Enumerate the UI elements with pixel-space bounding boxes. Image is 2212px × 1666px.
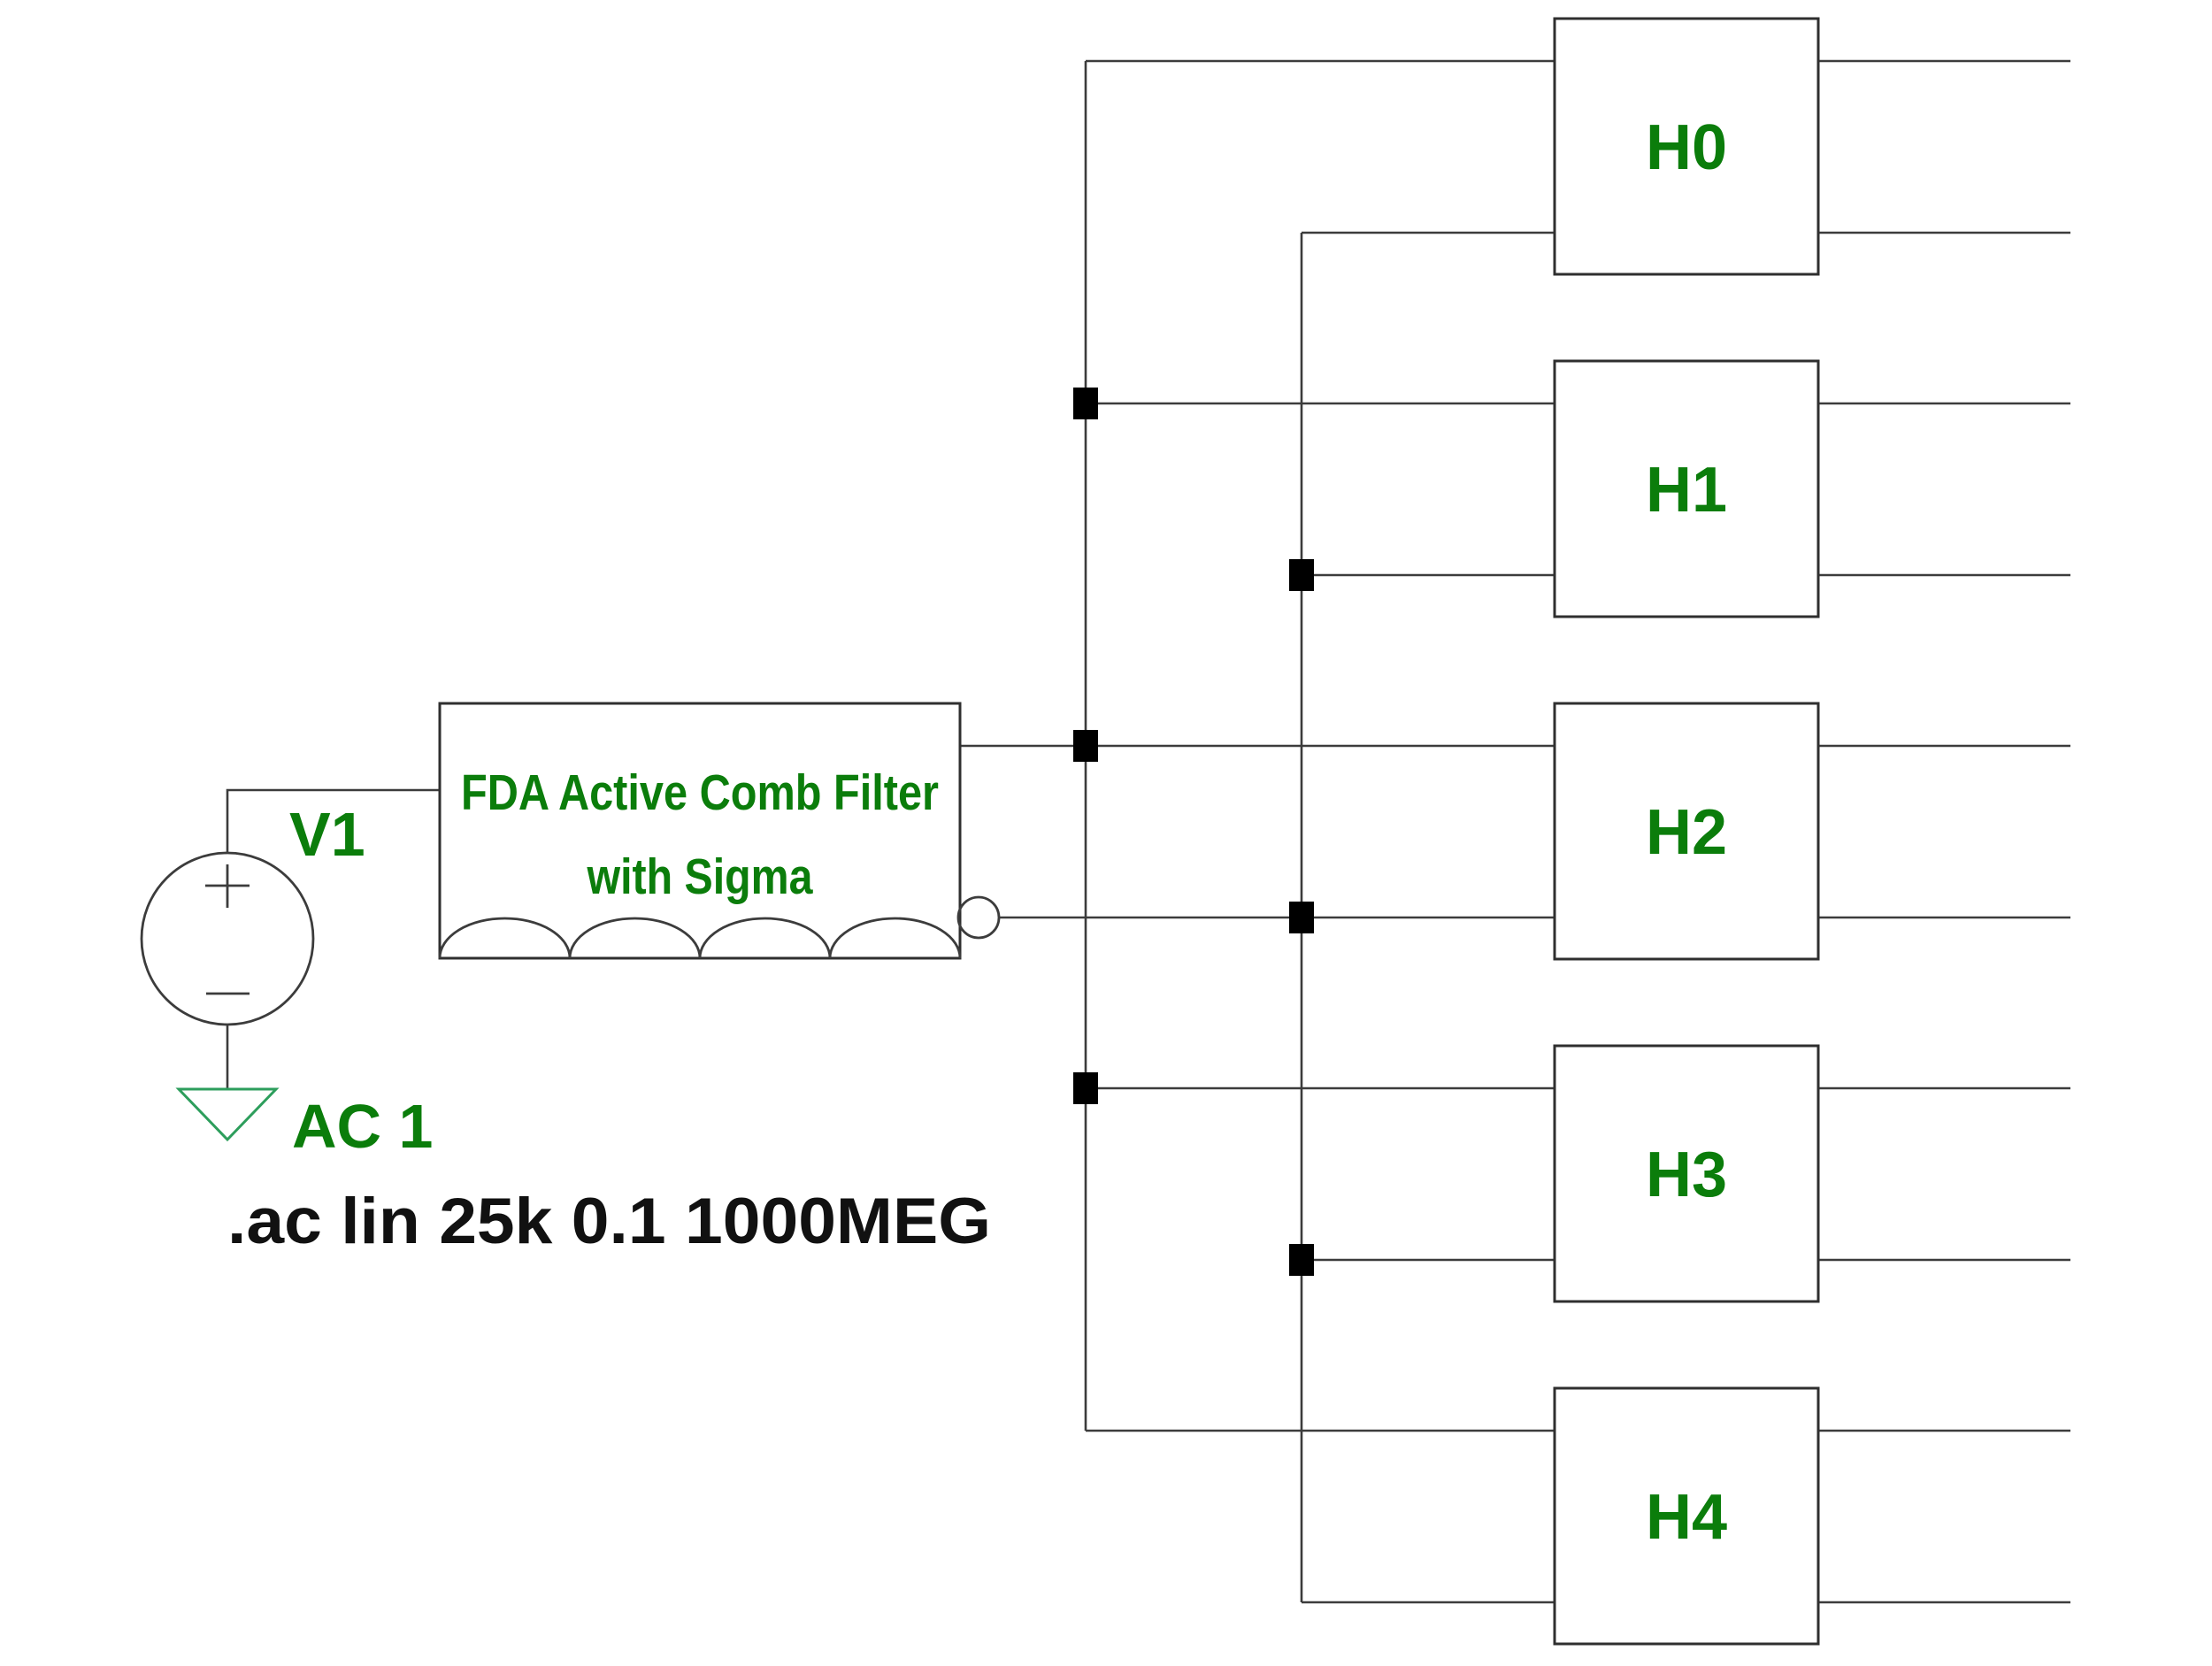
- comb-filter-title-line1: FDA Active Comb Filter: [461, 764, 939, 821]
- spice-directive-text[interactable]: .ac lin 25k 0.1 1000MEG: [227, 1186, 991, 1257]
- junction-dot-icon: [1073, 388, 1098, 419]
- voltage-source-v1[interactable]: V1 AC 1: [140, 800, 433, 1161]
- junction-dot-icon: [1073, 730, 1098, 762]
- voltage-source-icon[interactable]: [140, 851, 315, 1026]
- junction-dot-icon: [1289, 902, 1314, 933]
- filter-block-h3[interactable]: H3: [1553, 1044, 1820, 1303]
- ground-symbol[interactable]: [175, 1087, 280, 1142]
- comb-filter-title-line2: with Sigma: [587, 848, 814, 905]
- filter-block-label: H0: [1646, 112, 1727, 183]
- wires: [226, 59, 2070, 1604]
- comb-teeth-icon: [438, 917, 962, 959]
- filter-block-body[interactable]: [1553, 17, 1820, 276]
- filter-block-body[interactable]: [1553, 359, 1820, 618]
- junction-dot-icon: [1289, 559, 1314, 591]
- wire-source-to-filter[interactable]: [226, 788, 440, 854]
- filter-block-h2[interactable]: H2: [1553, 702, 1820, 961]
- filter-block-h1[interactable]: H1: [1553, 359, 1820, 618]
- inverting-output-bubble-icon: [956, 895, 1001, 940]
- comb-filter-body[interactable]: [438, 702, 962, 960]
- filter-block-label: H1: [1646, 455, 1727, 526]
- filter-block-body[interactable]: [1553, 1386, 1820, 1646]
- junction-dot-icon: [1073, 1072, 1098, 1104]
- filter-block-label: H2: [1646, 797, 1727, 868]
- junction-dot-icon: [1289, 1244, 1314, 1276]
- junction-dots: [1073, 388, 1314, 1276]
- filter-block-body[interactable]: [1553, 1044, 1820, 1303]
- filter-block-h0[interactable]: H0: [1553, 17, 1820, 276]
- ground-icon[interactable]: [175, 1087, 280, 1142]
- filter-block-body[interactable]: [1553, 702, 1820, 961]
- filter-block-label: H3: [1646, 1140, 1727, 1210]
- source-designator-label[interactable]: V1: [289, 800, 365, 869]
- filter-block-h4[interactable]: H4: [1553, 1386, 1820, 1646]
- filter-block-label: H4: [1646, 1482, 1727, 1553]
- source-value-label[interactable]: AC 1: [292, 1092, 433, 1161]
- comb-filter-block[interactable]: FDA Active Comb Filter with Sigma: [438, 702, 1001, 960]
